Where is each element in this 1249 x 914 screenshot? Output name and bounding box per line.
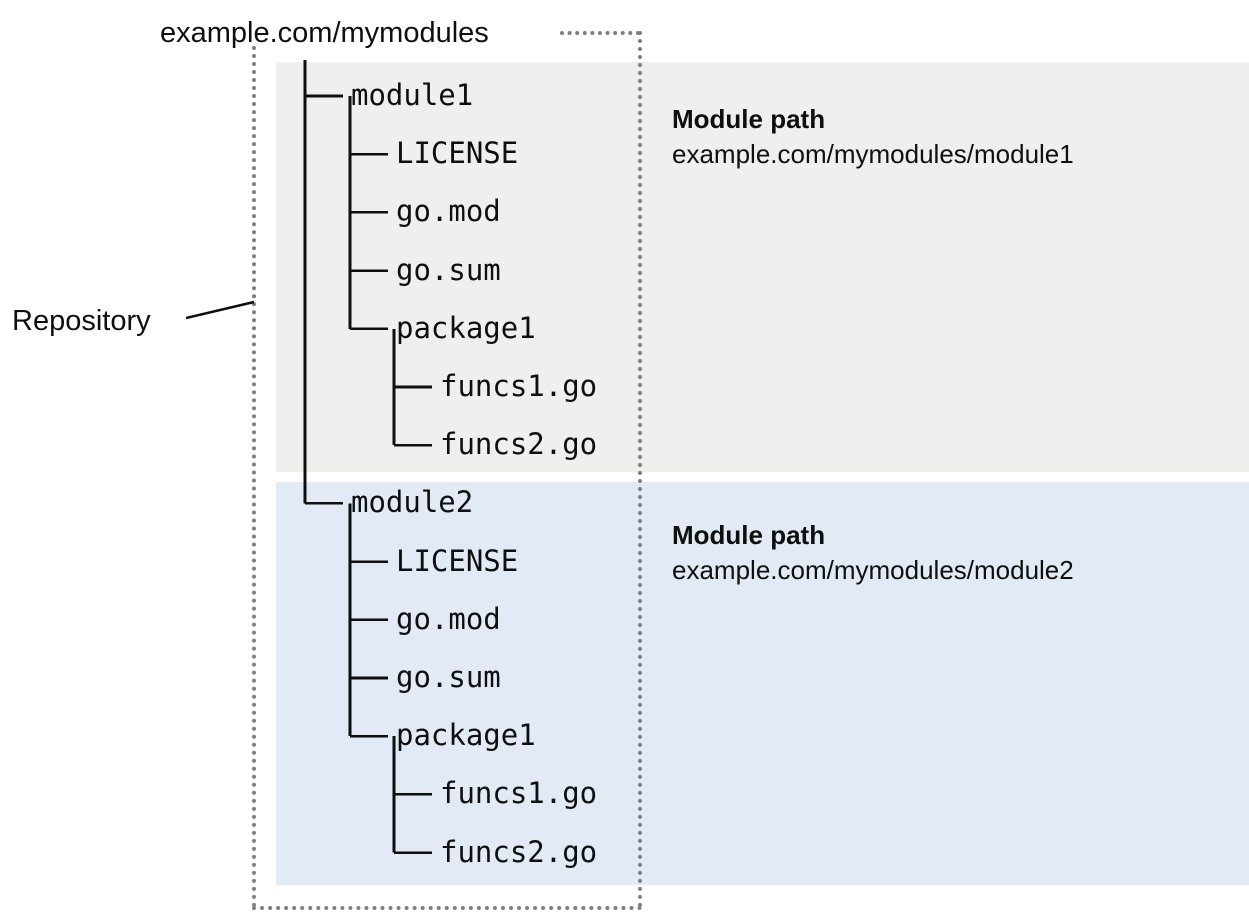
repository-boundary-top — [560, 31, 640, 35]
repository-boundary-right — [638, 31, 642, 908]
root-module-path-label: example.com/mymodules — [160, 17, 489, 49]
callout-module2-path: example.com/mymodules/module2 — [672, 555, 1074, 585]
tree-node-LICENSE: LICENSE — [396, 543, 519, 578]
tree-node-funcs2-go: funcs2.go — [440, 834, 598, 869]
repository-leader-line — [186, 300, 255, 320]
tree-node-funcs2-go: funcs2.go — [440, 427, 598, 462]
callout-module1-title: Module path — [672, 104, 826, 134]
tree-node-module1: module1 — [351, 78, 474, 112]
callout-module2: Module path example.com/mymodules/module… — [672, 518, 1232, 588]
module2-highlight-band — [276, 482, 1249, 885]
repository-label: Repository — [12, 305, 151, 337]
tree-node-go-mod: go.mod — [396, 194, 501, 229]
tree-node-funcs1-go: funcs1.go — [440, 776, 598, 811]
tree-node-go-sum: go.sum — [396, 252, 501, 287]
repository-boundary-left — [252, 46, 256, 908]
callout-module1: Module path example.com/mymodules/module… — [672, 102, 1232, 172]
tree-node-package1: package1 — [396, 310, 536, 345]
tree-node-package1: package1 — [396, 718, 536, 753]
callout-module2-title: Module path — [672, 520, 826, 550]
tree-node-go-mod: go.mod — [396, 601, 501, 636]
repository-boundary-bottom — [252, 906, 642, 910]
tree-node-funcs1-go: funcs1.go — [440, 369, 598, 403]
callout-module1-path: example.com/mymodules/module1 — [672, 139, 1074, 169]
tree-node-module2: module2 — [351, 485, 474, 520]
tree-node-go-sum: go.sum — [396, 660, 501, 694]
tree-node-LICENSE: LICENSE — [396, 136, 519, 171]
module1-highlight-band — [276, 62, 1249, 472]
